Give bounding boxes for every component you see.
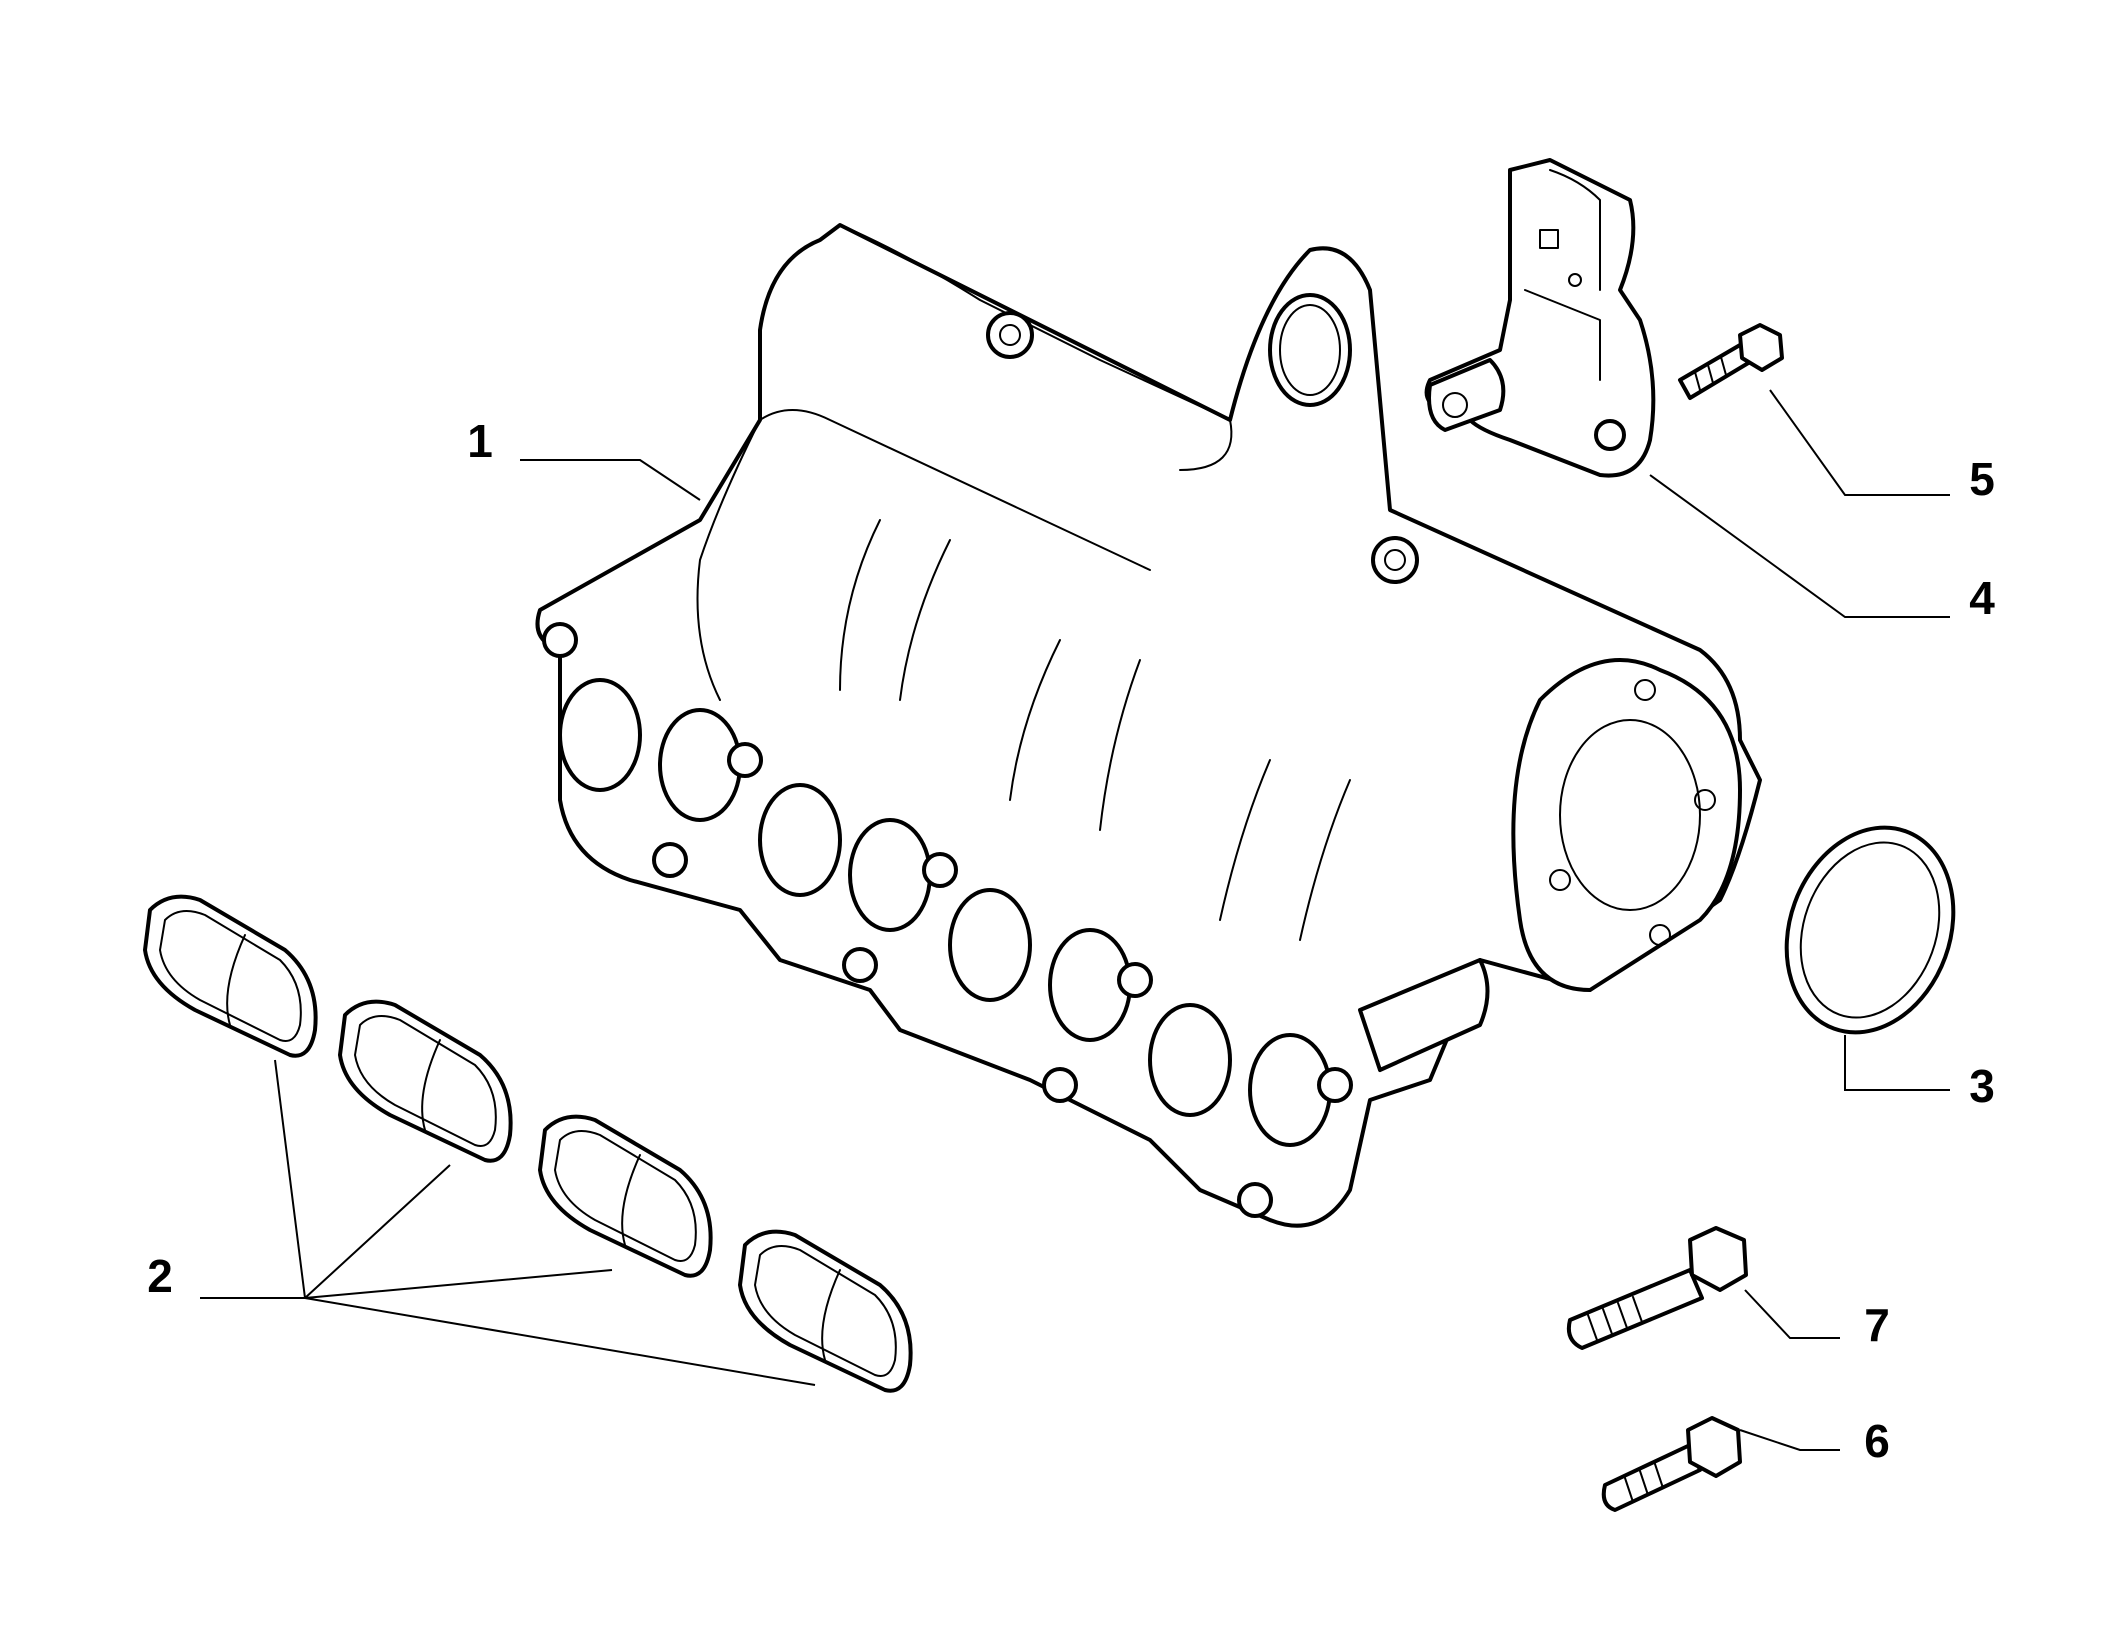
callout-3: 3 — [1969, 1060, 1995, 1112]
leader-lines — [200, 389, 1950, 1451]
port-gasket — [143, 894, 318, 1058]
short-bolt — [1601, 1416, 1742, 1512]
port-gasket — [738, 1229, 913, 1393]
leader-line-5 — [1769, 389, 1950, 496]
leader-line-7 — [1744, 1289, 1840, 1339]
leader-line-3 — [1844, 1035, 1950, 1091]
intake-manifold — [535, 223, 1762, 1228]
callout-5: 5 — [1969, 453, 1995, 505]
leader-line-6 — [1739, 1429, 1840, 1451]
callout-4: 4 — [1969, 572, 1995, 624]
sensor-screw — [1678, 323, 1784, 400]
callout-6: 6 — [1864, 1415, 1890, 1467]
long-bolt — [1566, 1226, 1748, 1350]
leader-line-4 — [1649, 474, 1950, 618]
pressure-sensor — [1424, 158, 1656, 478]
port-gasket — [538, 1114, 713, 1278]
callout-labels: 1 2 3 4 5 6 7 — [147, 415, 1995, 1467]
port-gaskets — [143, 894, 913, 1393]
leader-line-1 — [520, 459, 701, 501]
callout-2: 2 — [147, 1250, 173, 1302]
callout-1: 1 — [467, 415, 493, 467]
port-gasket — [338, 999, 513, 1163]
leader-line-2 — [200, 1059, 816, 1386]
throttle-body-seal-ring — [1784, 825, 1956, 1035]
callout-7: 7 — [1864, 1299, 1890, 1351]
